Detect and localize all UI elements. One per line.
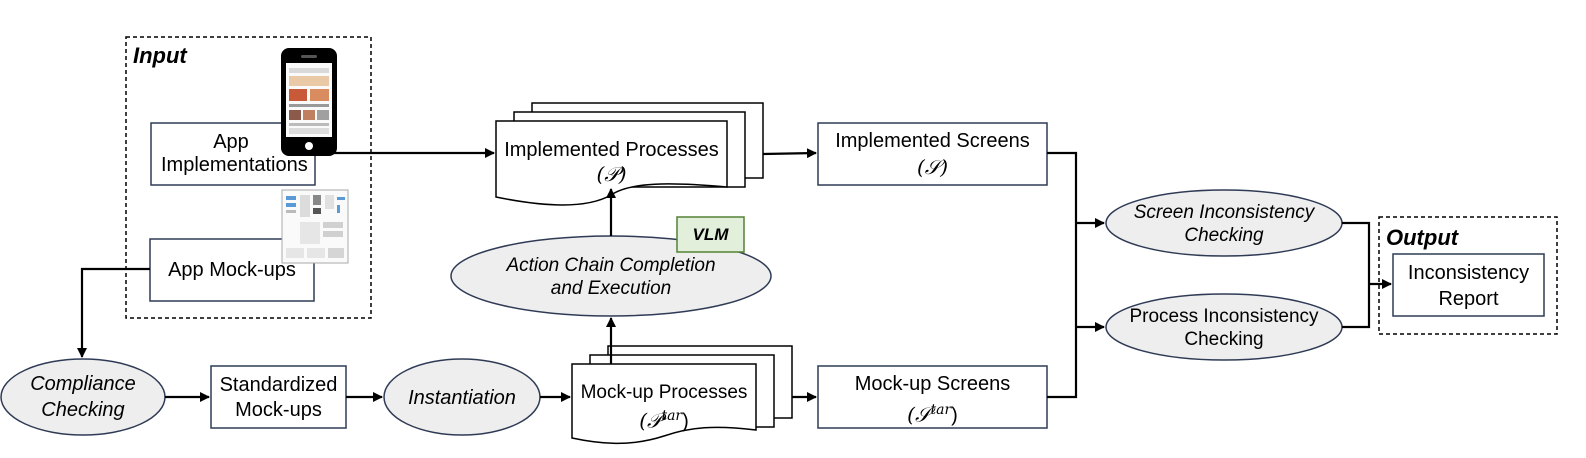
impl-processes-label: Implemented Processes — [504, 139, 719, 161]
compliance-label-2: Checking — [41, 399, 125, 421]
input-container — [125, 36, 372, 319]
mockup-processes-symbol: (𝒫tar) — [639, 408, 689, 433]
implemented-processes-stack — [495, 102, 764, 206]
standardized-mockups-box — [210, 365, 347, 429]
compliance-label-1: Compliance — [30, 373, 136, 395]
phone-illustration — [281, 48, 337, 156]
vlm-badge — [676, 216, 745, 253]
app-mockups-label: App Mock-ups — [168, 259, 296, 281]
standardized-label-2: Mock-ups — [235, 399, 322, 421]
output-title: Output — [1386, 225, 1459, 250]
vlm-label: VLM — [692, 225, 729, 244]
impl-processes-symbol: (𝒫) — [596, 162, 627, 186]
screen-check-label-2: Checking — [1184, 225, 1264, 246]
instantiation-label: Instantiation — [408, 387, 516, 409]
connector-checks-to-report — [1342, 221, 1371, 329]
input-title: Input — [133, 43, 187, 68]
action-chain-label-1: Action Chain Completion — [506, 255, 716, 276]
mockup-screens-symbol: (𝒮tar) — [907, 402, 958, 427]
action-chain-label-2: and Execution — [550, 278, 672, 299]
app-implementations-label: App Implementations — [161, 131, 308, 176]
screen-check-label-1: Screen Inconsistency — [1133, 202, 1315, 223]
arrow-impl-processes-to-screens — [762, 148, 817, 159]
report-label-1: Inconsistency — [1407, 262, 1530, 284]
process-check-label-1: Process Inconsistency — [1129, 306, 1319, 327]
inconsistency-report-box — [1392, 253, 1545, 317]
connector-impl-screens — [1047, 151, 1078, 399]
mockup-processes-stack — [571, 345, 793, 445]
impl-screens-label: Implemented Screens — [835, 130, 1030, 152]
arrow-mockups-to-compliance — [77, 267, 150, 358]
impl-screens-symbol: (𝒮) — [916, 155, 949, 179]
report-label-2: Report — [1438, 288, 1499, 310]
mockup-screens-label: Mock-up Screens — [854, 373, 1011, 395]
standardized-label-1: Standardized — [219, 374, 338, 396]
mockup-thumbnail — [281, 189, 349, 264]
mockup-processes-label: Mock-up Processes — [580, 382, 748, 403]
compliance-checking-ellipse — [0, 358, 166, 436]
process-check-label-2: Checking — [1184, 329, 1264, 350]
